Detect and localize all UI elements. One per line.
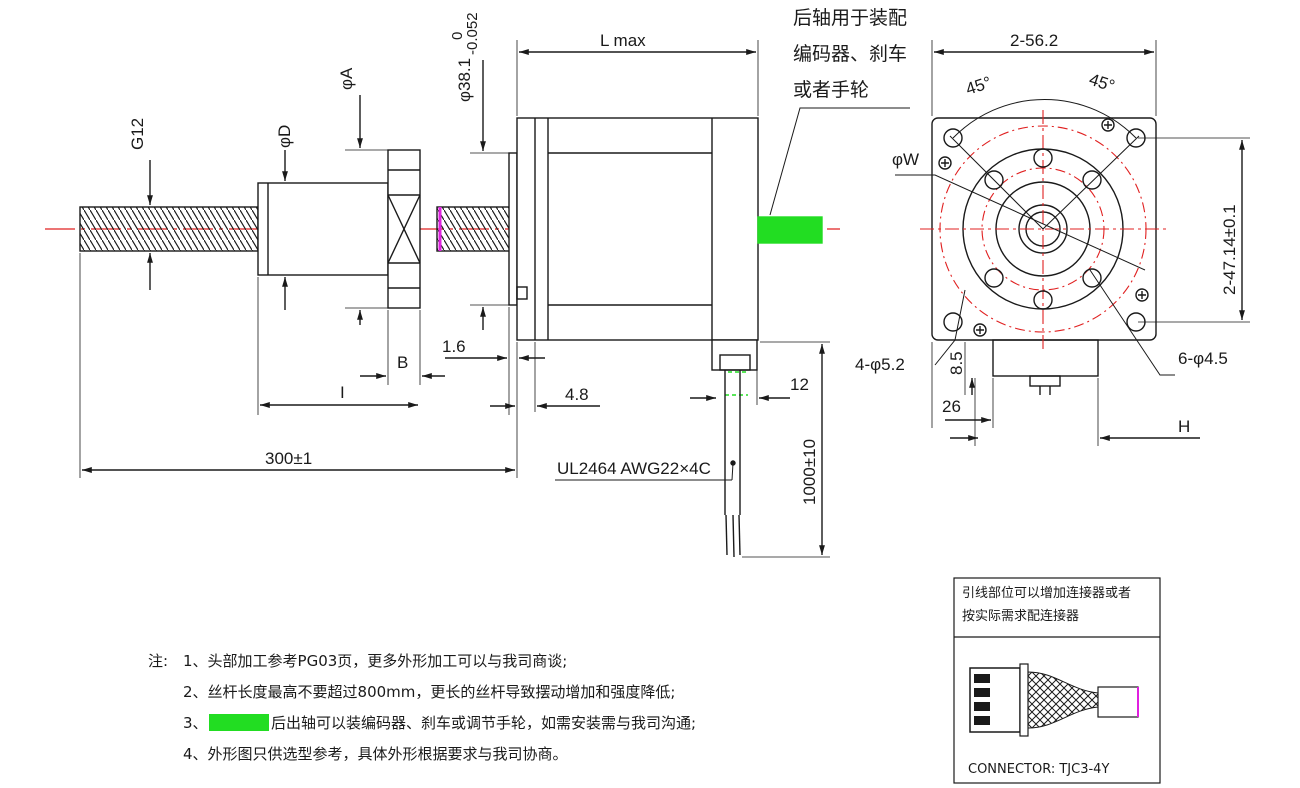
dim-56-2: 2-56.2: [1010, 31, 1058, 50]
notes-prefix: 注:: [148, 652, 168, 670]
side-view: [45, 40, 910, 558]
note-1: 1、头部加工参考PG03页，更多外形加工可以与我司商谈;: [183, 652, 567, 670]
callout-line-3: 或者手轮: [793, 79, 869, 101]
dim-4-8: 4.8: [565, 385, 589, 404]
lead-screw-thread-right: [436, 206, 516, 252]
dim-b: B: [397, 353, 408, 372]
note-3: 后出轴可以装编码器、刹车或调节手轮，如需安装需与我司沟通;: [271, 714, 696, 732]
callout-line-1: 后轴用于装配: [793, 7, 907, 29]
connector-box: 引线部位可以增加连接器或者 按实际需求配连接器 CONNECTOR: TJC3-…: [953, 577, 1161, 784]
nut-body: [257, 182, 389, 276]
lead-screw-thread-left: [79, 206, 259, 252]
dim-1-6: 1.6: [442, 337, 466, 356]
dim-tol-lower: -0.052: [464, 12, 481, 55]
dim-12: 12: [790, 375, 809, 394]
dim-1000: 1000±10: [800, 439, 819, 505]
cable-spec: UL2464 AWG22×4C: [557, 459, 711, 478]
holes-6: [984, 148, 1102, 310]
dim-angle-1: 45°: [963, 73, 993, 99]
dim-l-max: L max: [600, 31, 646, 50]
dim-8-5: 8.5: [947, 351, 966, 375]
connector-note-2: 按实际需求配连接器: [962, 608, 1079, 624]
note-3-num: 3、: [183, 714, 208, 732]
dim-47-14: 2-47.14±0.1: [1220, 204, 1239, 295]
dim-phi-w: φW: [892, 150, 919, 169]
dim-300: 300±1: [265, 449, 312, 468]
dim-g12: G12: [128, 118, 147, 150]
connector-note-1: 引线部位可以增加连接器或者: [962, 585, 1131, 601]
dim-i: I: [340, 383, 345, 402]
dim-angle-2: 45°: [1087, 70, 1117, 96]
note-3-green-swatch: [209, 714, 269, 731]
dim-phi-a: φA: [337, 67, 356, 90]
front-view: [895, 40, 1250, 446]
dim-h: H: [1178, 417, 1190, 436]
note-2: 2、丝杆长度最高不要超过800mm，更长的丝杆导致摆动增加和强度降低;: [183, 683, 675, 701]
motor-body: [516, 117, 759, 341]
motor-pilot: [508, 152, 518, 306]
dim-26: 26: [942, 397, 961, 416]
note-4: 4、外形图只供选型参考，具体外形根据要求与我司协商。: [183, 745, 568, 763]
callout-line-2: 编码器、刹车: [793, 43, 907, 65]
dim-phi-38: φ38.1: [455, 58, 474, 102]
connector-label: CONNECTOR: TJC3-4Y: [968, 762, 1109, 777]
dim-tol-upper: 0: [449, 32, 466, 40]
dim-phi-d: φD: [275, 125, 294, 148]
dim-hole-6: 6-φ4.5: [1178, 349, 1228, 368]
rear-shaft: [757, 216, 823, 244]
dim-hole-4: 4-φ5.2: [855, 355, 905, 374]
